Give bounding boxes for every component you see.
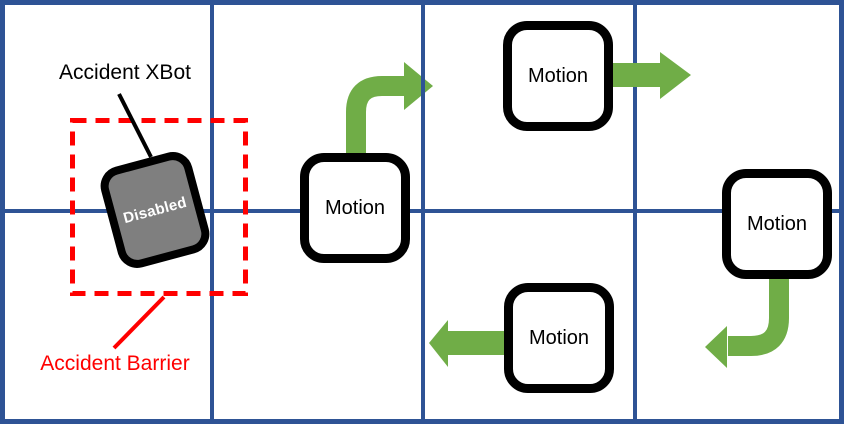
motion-box-4: Motion [722,169,832,279]
grid-line-horizontal [0,209,844,213]
motion-box-label: Motion [527,64,589,87]
motion-box-3: Motion [504,283,614,393]
motion-arrow-down-left-icon [705,274,789,368]
disabled-box-label: Disabled [121,193,189,227]
motion-arrow-right-icon [610,52,691,99]
motion-box-label: Motion [746,212,808,235]
motion-box-1: Motion [300,153,410,263]
xbot-leader-line [117,93,153,158]
barrier-leader-line [112,295,166,350]
motion-box-label: Motion [528,326,590,349]
accident-barrier-label: Accident Barrier [40,352,190,375]
motion-box-label: Motion [324,196,386,219]
accident-xbot-label: Accident XBot [59,61,191,84]
motion-arrow-left-icon [429,320,508,367]
accident-xbot-disabled-box: Disabled [96,147,214,273]
motion-box-2: Motion [503,21,613,131]
